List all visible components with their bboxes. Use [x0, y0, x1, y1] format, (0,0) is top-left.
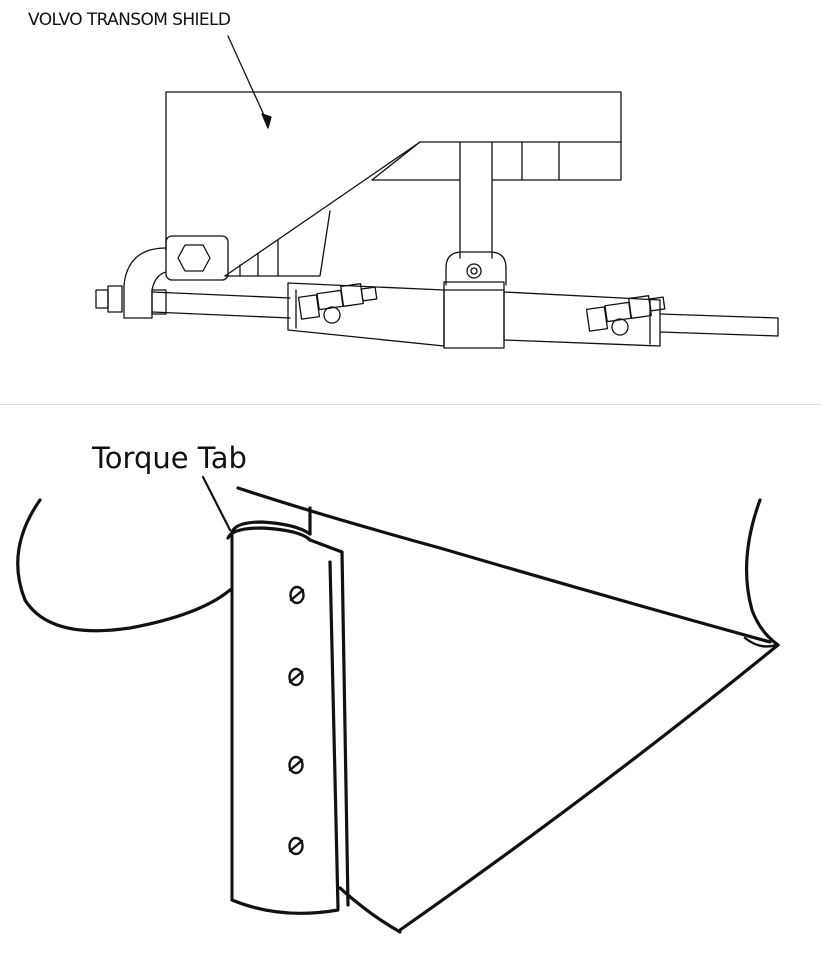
torque-tab-callout-leader	[201, 475, 232, 532]
elbow-fitting	[123, 235, 229, 319]
shield-callout-arrow	[227, 35, 272, 129]
transom-shield-callout-label: VOLVO TRANSOM SHIELD	[28, 10, 231, 30]
gearcase-right-curve	[744, 498, 780, 647]
hull-left-curve	[16, 498, 232, 633]
tab-screws	[288, 585, 305, 856]
torque-tab-callout-label: Torque Tab	[92, 441, 247, 475]
right-hose-fitting	[585, 295, 666, 336]
screw-4	[288, 836, 304, 856]
screw-3	[288, 755, 304, 775]
left-hose-fitting	[297, 283, 378, 324]
torque-tab	[226, 506, 350, 915]
gearcase-bottom-edge	[398, 643, 780, 932]
screw-2	[288, 667, 304, 687]
screw-1	[289, 585, 305, 605]
transom-shield-drawing	[95, 35, 779, 349]
figure-divider	[0, 404, 821, 405]
cylinder-rod	[95, 282, 779, 347]
torque-tab-figure: Torque Tab	[0, 405, 821, 956]
torque-tab-drawing	[16, 475, 780, 934]
transom-shield-figure: VOLVO TRANSOM SHIELD	[0, 0, 821, 404]
support-post	[443, 141, 507, 349]
gearcase-top-edge	[236, 486, 772, 644]
transom-shield-plate	[165, 91, 622, 277]
